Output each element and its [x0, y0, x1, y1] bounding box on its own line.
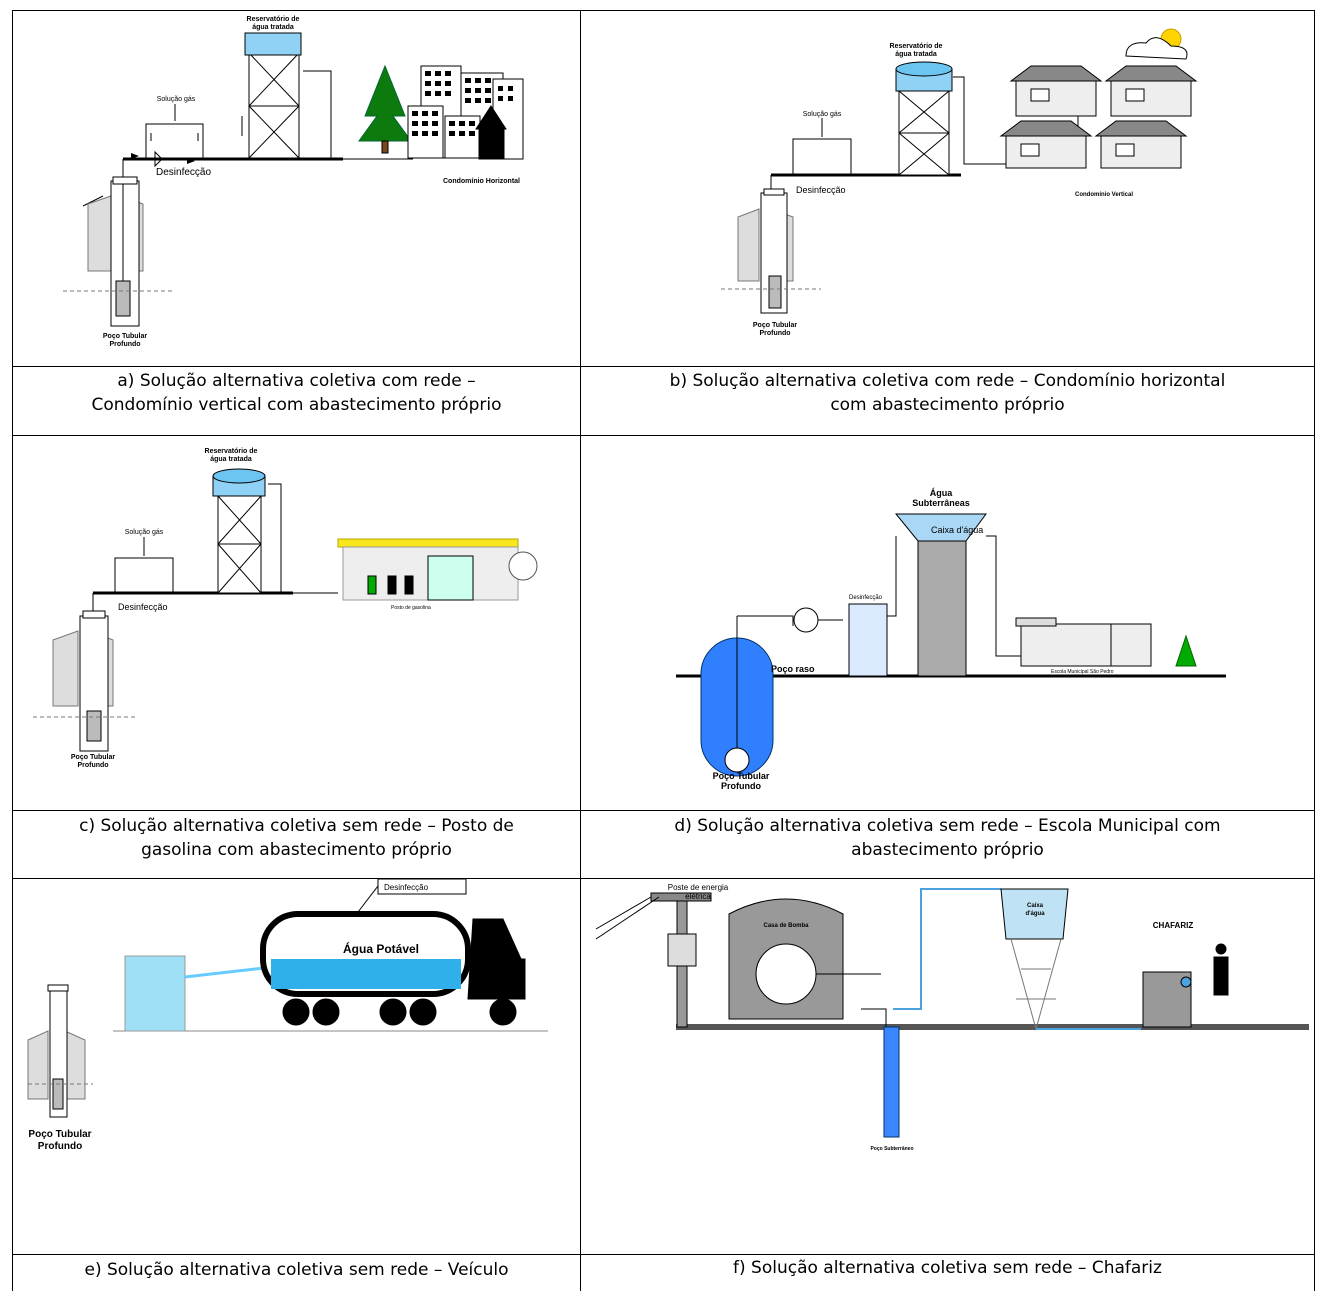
diagram-d: Água Subterrâneas Caixa d'água Desinfecç… — [581, 436, 1314, 810]
diagram-c: Reservatório de água tratada Solução gás… — [13, 436, 580, 810]
c-well-label2: Profundo — [77, 762, 108, 769]
d-shallow-label: Poço raso — [771, 664, 815, 674]
d-well-label2: Profundo — [721, 781, 761, 791]
a-reservoir-label: Reservatório de — [247, 16, 300, 23]
f-pole-label: Poste de energia — [668, 883, 729, 892]
a-gas-label: Solução gás — [157, 96, 196, 103]
caption-e-line1: e) Solução alternativa coletiva sem rede… — [13, 1258, 580, 1282]
c-well-label: Poço Tubular — [71, 754, 115, 761]
c-reservoir-label2: água tratada — [210, 456, 252, 463]
c-station-label: Posto de gasolina — [391, 605, 431, 611]
a-disinfection-label: Desinfecção — [156, 167, 211, 178]
b-reservoir-label2: água tratada — [895, 51, 937, 58]
b-reservoir-label: Reservatório de — [890, 43, 943, 50]
a-well-label2: Profundo — [109, 341, 140, 348]
caption-d-line1: d) Solução alternativa coletiva sem rede… — [581, 814, 1314, 838]
a-reservoir-label2: água tratada — [252, 24, 294, 31]
b-disinfection-label: Desinfecção — [796, 185, 846, 195]
diagram-b: Reservatório de água tratada Solução gás… — [581, 11, 1314, 366]
d-school-label: Escola Municipal São Pedro — [1051, 669, 1114, 675]
caption-a-line2: Condomínio vertical com abastecimento pr… — [13, 393, 580, 417]
caption-d: d) Solução alternativa coletiva sem rede… — [581, 814, 1314, 862]
a-well-label: Poço Tubular — [103, 333, 147, 340]
f-tank-label: Caixa — [1027, 903, 1044, 909]
border-row1 — [12, 366, 1315, 367]
d-disinfection-label: Desinfecção — [849, 595, 883, 601]
d-tank-label: Caixa d'água — [931, 525, 983, 535]
d-water-label2: Subterrâneas — [912, 498, 970, 508]
caption-b-line1: b) Solução alternativa coletiva com rede… — [581, 369, 1314, 393]
d-well-label: Poço Tubular — [713, 771, 770, 781]
diagram-e: Desinfecção Água Potável Poço Tubular Pr… — [13, 879, 580, 1254]
c-disinfection-label: Desinfecção — [118, 602, 168, 612]
b-community-label: Condomínio Vertical — [1075, 192, 1133, 198]
diagram-a: Reservatório de água tratada Solução gás… — [13, 11, 580, 366]
c-reservoir-label: Reservatório de — [205, 448, 258, 455]
e-potable-label: Água Potável — [343, 941, 419, 956]
caption-c: c) Solução alternativa coletiva sem rede… — [13, 814, 580, 862]
caption-c-line2: gasolina com abastecimento próprio — [13, 838, 580, 862]
f-pole-label2: elétrica — [685, 892, 711, 901]
e-disinfection-label: Desinfecção — [384, 883, 429, 892]
a-community-label: Condomínio Horizontal — [443, 178, 520, 185]
f-fountain-label: CHAFARIZ — [1153, 921, 1194, 930]
caption-f: f) Solução alternativa coletiva sem rede… — [581, 1256, 1314, 1280]
f-tank-label2: d'água — [1025, 911, 1045, 917]
caption-d-line2: abastecimento próprio — [581, 838, 1314, 862]
b-well-label: Poço Tubular — [753, 322, 797, 329]
border-right — [1314, 10, 1315, 1291]
f-pumphouse-label: Casa de Bomba — [763, 923, 809, 929]
e-well-label2: Profundo — [38, 1141, 82, 1152]
caption-b: b) Solução alternativa coletiva com rede… — [581, 369, 1314, 417]
caption-e: e) Solução alternativa coletiva sem rede… — [13, 1258, 580, 1282]
caption-f-line1: f) Solução alternativa coletiva sem rede… — [581, 1256, 1314, 1280]
caption-b-line2: com abastecimento próprio — [581, 393, 1314, 417]
border-row5 — [12, 1254, 1315, 1255]
c-gas-label: Solução gás — [125, 529, 164, 536]
border-row3 — [12, 810, 1315, 811]
diagram-f: Poste de energia elétrica Casa de Bomba … — [581, 879, 1314, 1254]
caption-a: a) Solução alternativa coletiva com rede… — [13, 369, 580, 417]
caption-a-line1: a) Solução alternativa coletiva com rede… — [13, 369, 580, 393]
b-well-label2: Profundo — [759, 330, 790, 337]
caption-c-line1: c) Solução alternativa coletiva sem rede… — [13, 814, 580, 838]
d-water-label: Água — [930, 488, 953, 498]
f-underground-label: Poço Subterrâneo — [870, 1146, 913, 1152]
e-well-label: Poço Tubular — [28, 1129, 91, 1140]
b-gas-label: Solução gás — [803, 111, 842, 118]
